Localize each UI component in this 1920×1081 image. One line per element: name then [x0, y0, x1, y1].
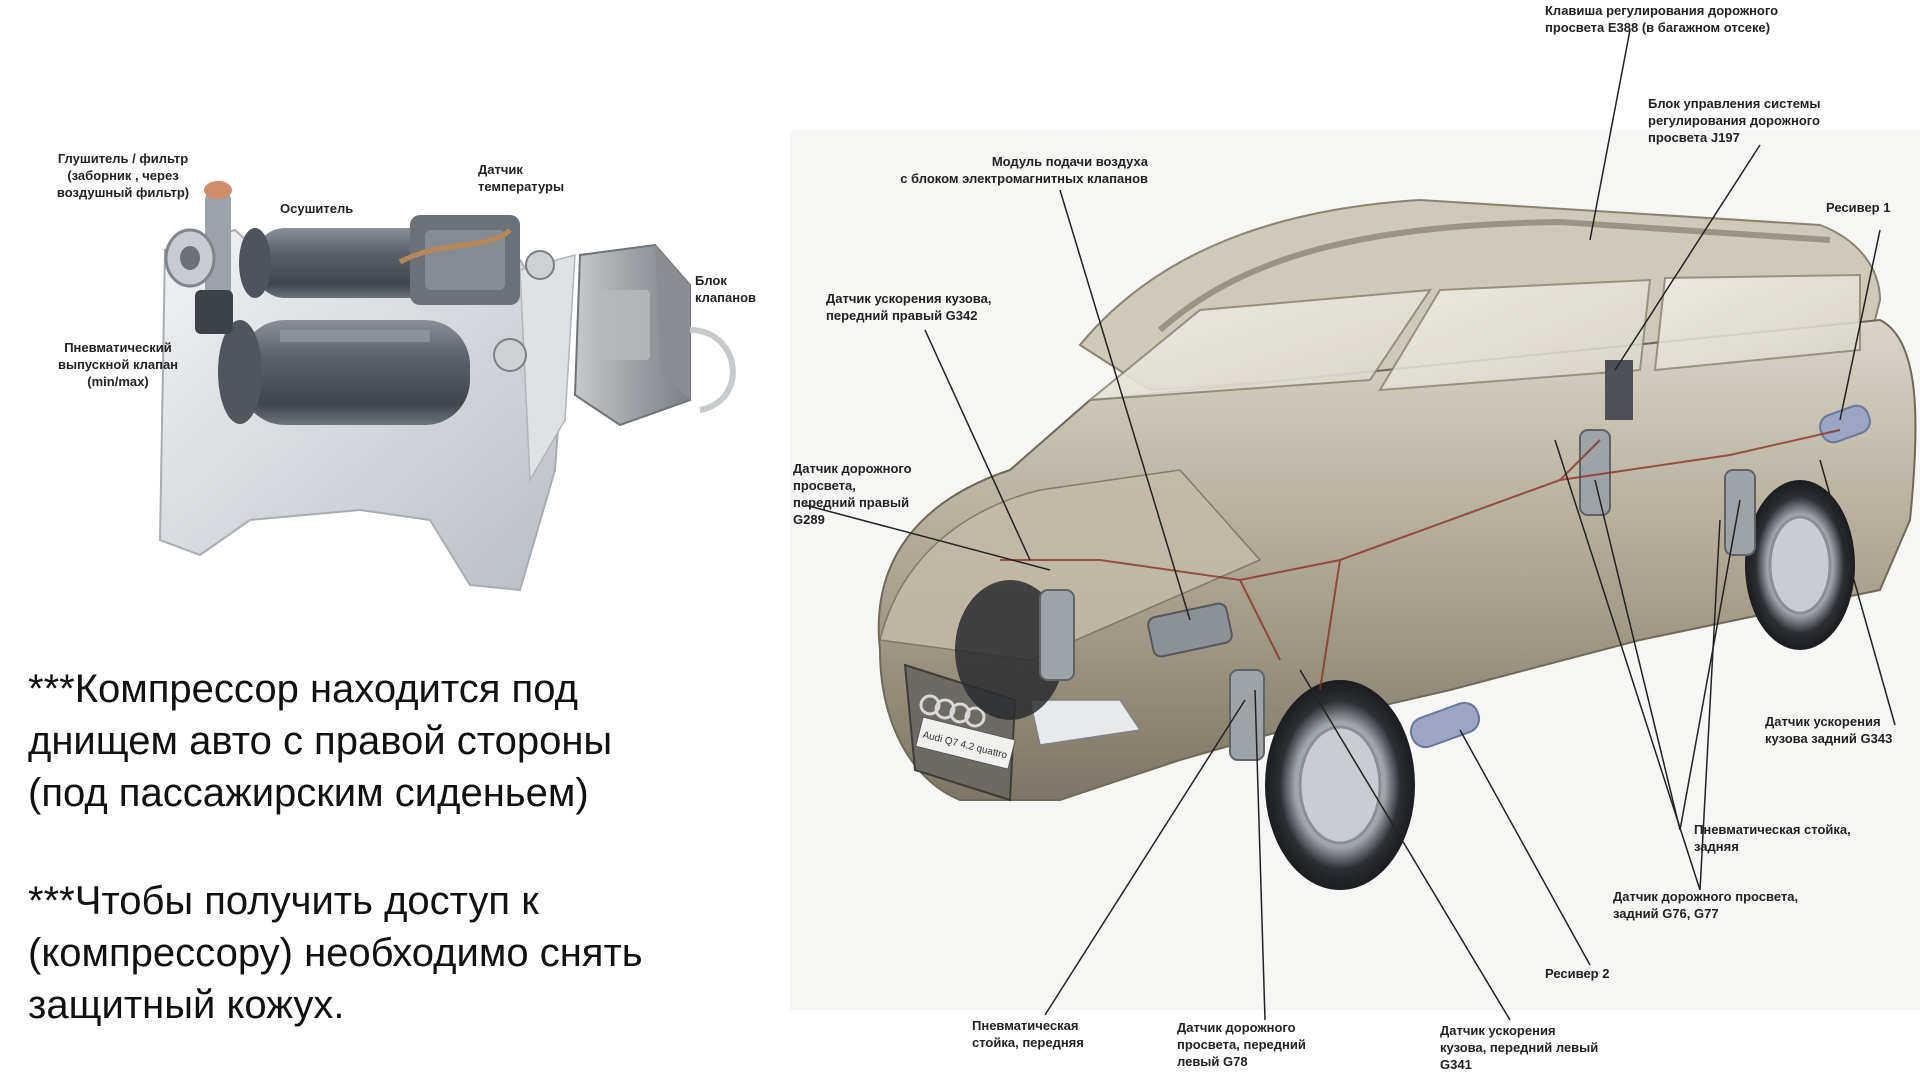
- label-receiver-2: Ресивер 2: [1545, 966, 1610, 981]
- compressor-motor: [218, 320, 470, 425]
- label-air-strut-rear: Пневматическая стойка, задняя: [1694, 822, 1851, 854]
- label-control-unit: Блок управления системы регулирования до…: [1648, 96, 1821, 145]
- compressor-illustration: [158, 181, 736, 592]
- label-exhaust-valve: Пневматический выпускной клапан (min/max…: [57, 340, 179, 389]
- label-trunk-level-switch: Клавиша регулирования дорожного просвета…: [1545, 3, 1779, 35]
- valve-block: [573, 243, 736, 427]
- air-supply-module: [1147, 602, 1233, 658]
- label-accel-sensor-front-right: Датчик ускорения кузова, передний правый…: [826, 291, 992, 323]
- label-level-sensor-rear: Датчик дорожного просвета, задний G76, G…: [1613, 889, 1799, 921]
- receiver-1: [1819, 404, 1871, 444]
- note-compressor-location: ***Компрессор находится под днищем авто …: [28, 667, 613, 815]
- front-right-strut: [1039, 589, 1075, 681]
- label-accel-sensor-front-left: Датчик ускорения кузова, передний левый …: [1440, 1023, 1599, 1072]
- rear-left-wheel: [1745, 480, 1855, 650]
- dryer-cylinder: [239, 228, 445, 298]
- label-level-sensor-front-right: Датчик дорожного просвета, передний прав…: [793, 461, 912, 527]
- label-level-sensor-front-left: Датчик дорожного просвета, передний левы…: [1177, 1020, 1306, 1069]
- leader-lines: [804, 29, 1896, 1021]
- control-unit-j197: [1605, 360, 1633, 420]
- receiver-2: [1409, 701, 1481, 749]
- label-muffler-filter: Глушитель / фильтр (заборник , через воз…: [56, 151, 190, 200]
- audi-rings: [919, 694, 986, 728]
- front-left-wheel: [1265, 680, 1415, 890]
- license-plate: [915, 716, 1016, 770]
- exhaust-valve: [195, 290, 233, 334]
- label-receiver-1: Ресивер 1: [1826, 200, 1891, 215]
- note-compressor-access: ***Чтобы получить доступ к (компрессору)…: [28, 879, 643, 1027]
- muffler-filter: [164, 181, 232, 300]
- label-dryer: Осушитель: [280, 201, 354, 216]
- label-temperature-sensor: Датчик температуры: [478, 162, 565, 194]
- front-right-wheel: [955, 580, 1065, 720]
- label-air-supply-module: Модуль подачи воздуха с блоком электрома…: [900, 154, 1148, 186]
- label-air-strut-front: Пневматическая стойка, передняя: [972, 1018, 1084, 1050]
- air-lines: [1000, 429, 1841, 691]
- label-accel-sensor-rear: Датчик ускорения кузова задний G343: [1765, 714, 1893, 746]
- label-valve-block: Блок клапанов: [695, 273, 757, 305]
